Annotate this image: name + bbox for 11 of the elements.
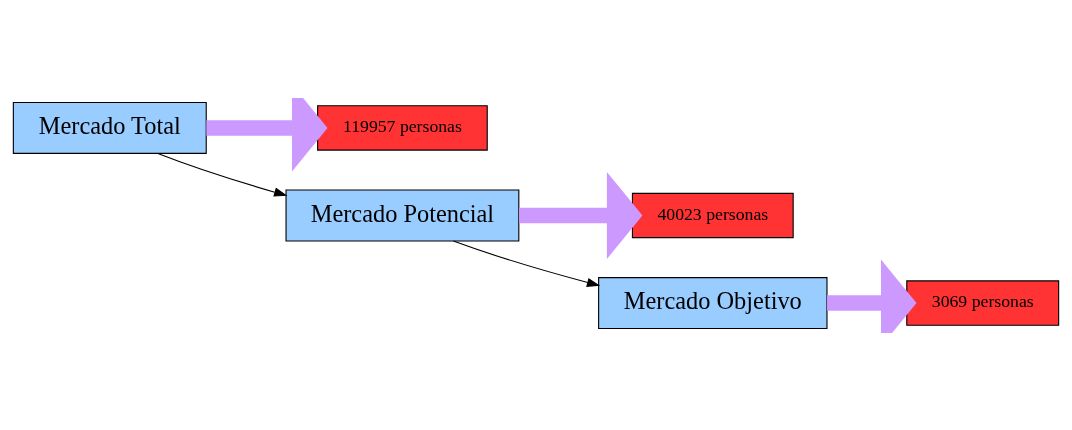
node-box: 40023 personas	[631, 192, 794, 238]
arrow	[157, 152, 288, 197]
arrow	[827, 259, 917, 333]
arrow	[452, 240, 601, 287]
node-box: 119957 personas	[317, 104, 488, 151]
arrow	[519, 171, 643, 259]
node-box: Mercado Objetivo	[598, 276, 828, 329]
node-box: Mercado Total	[12, 101, 207, 154]
node-box: 3069 personas	[906, 279, 1060, 326]
node-box: Mercado Potencial	[285, 188, 520, 242]
arrow	[206, 97, 328, 171]
